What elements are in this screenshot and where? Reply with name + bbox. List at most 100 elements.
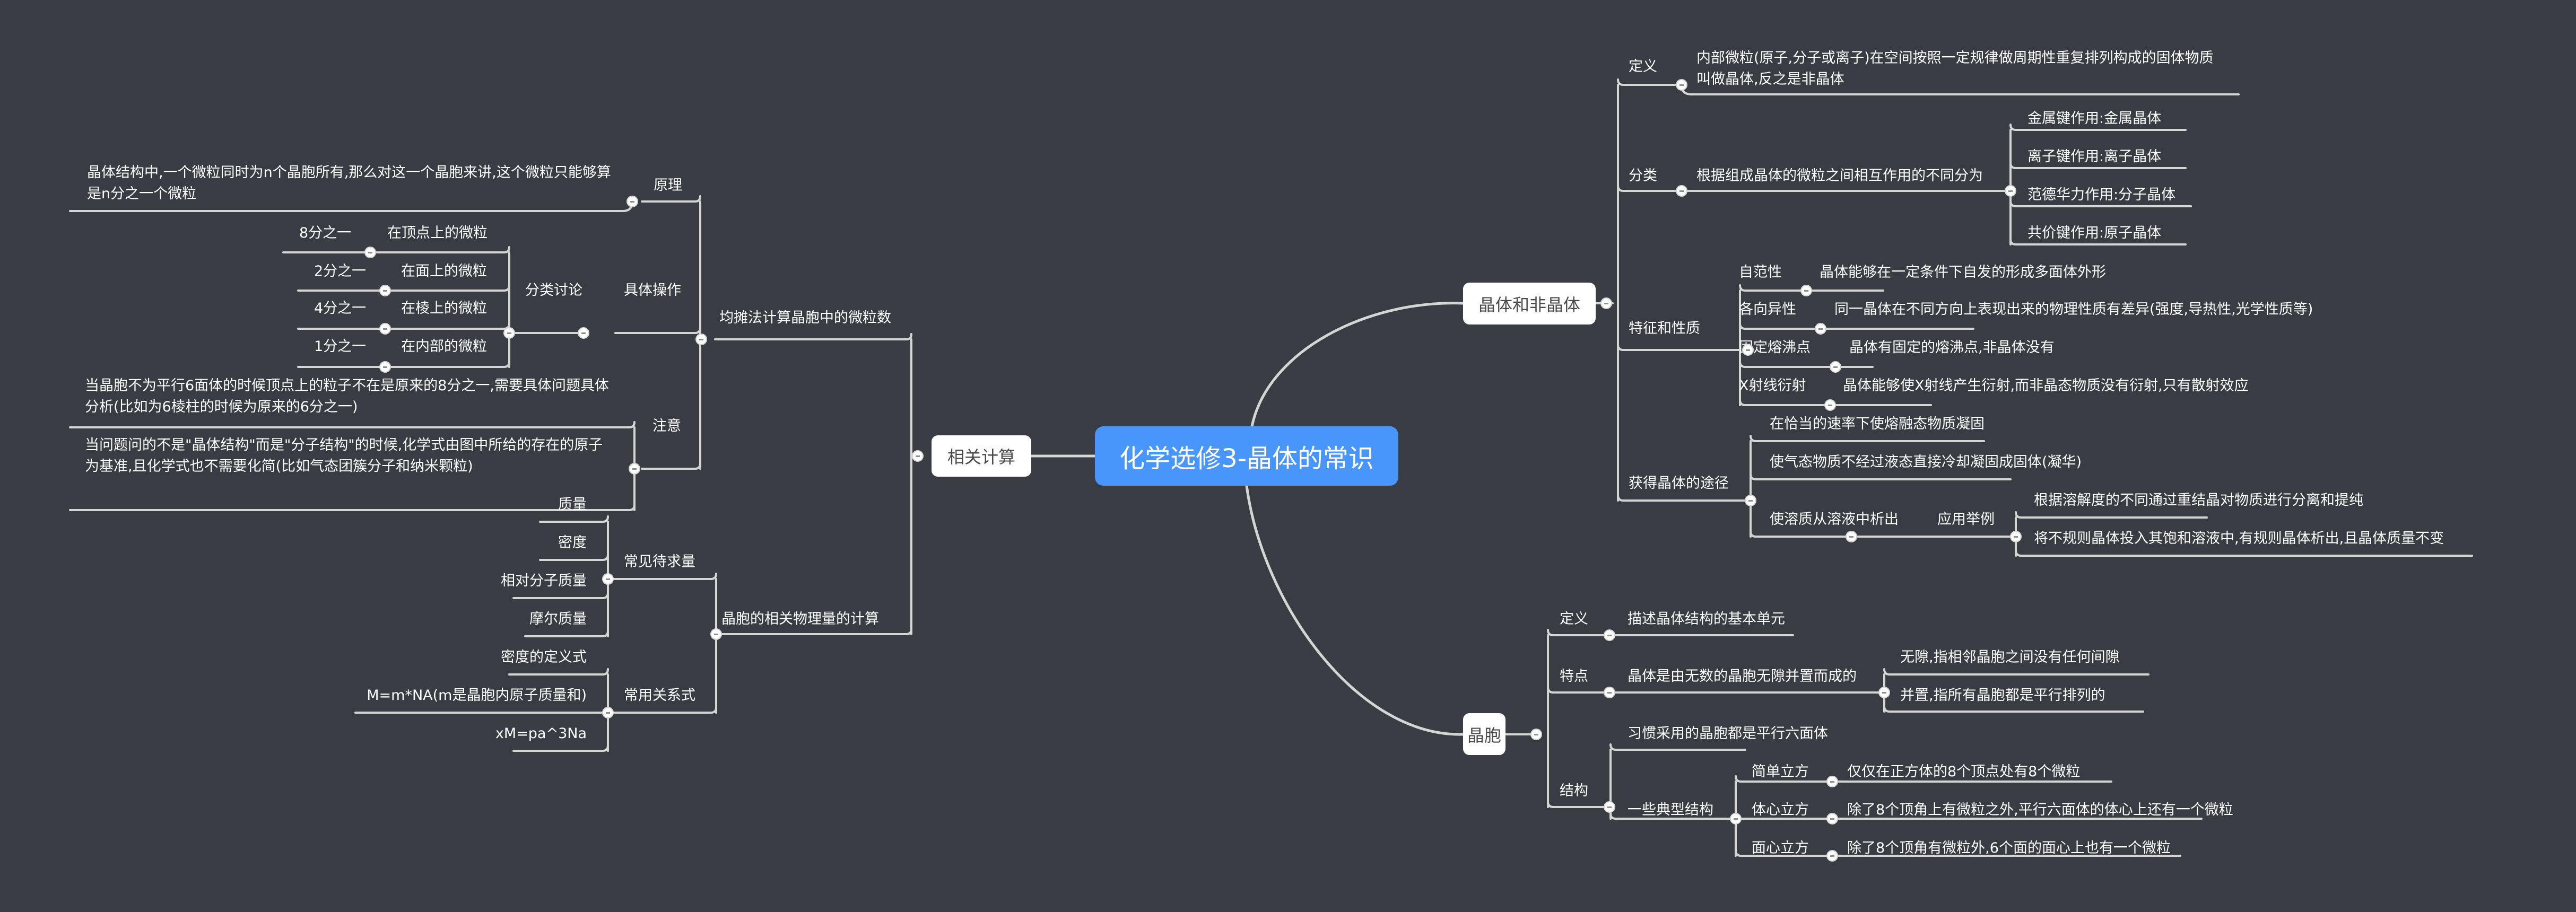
property-desc[interactable]: 晶体能够在一定条件下自发的形成多面体外形 [1820,264,2106,280]
collapse-toggle-icon[interactable] [1826,813,1838,825]
classification-item[interactable]: 范德华力作用:分子晶体 [2027,187,2176,203]
typical-name[interactable]: 体心立方 [1752,802,1809,818]
operation-label[interactable]: 具体操作 [624,282,681,299]
collapse-toggle-icon[interactable] [1530,729,1542,740]
feature-item[interactable]: 并置,指所有晶胞都是平行排列的 [1900,687,2105,704]
relations-label[interactable]: 常用关系式 [624,687,695,704]
example-item[interactable]: 将不规则晶体投入其饱和溶液中,有规则晶体析出,且晶体质量不变 [2034,530,2444,547]
topic-crystal[interactable]: 晶体和非晶体 [1463,283,1596,325]
notes-label[interactable]: 注意 [652,418,681,434]
fraction-item[interactable]: 1分之一 [314,338,367,355]
collapse-toggle-icon[interactable] [602,573,614,585]
collapse-toggle-icon[interactable] [1676,79,1687,91]
root-topic[interactable]: 化学选修3-晶体的常识 [1095,426,1398,486]
crystal-classification-text[interactable]: 根据组成晶体的微粒之间相互作用的不同分为 [1696,168,1983,184]
fraction-item[interactable]: 4分之一 [314,300,367,317]
method-item[interactable]: 在恰当的速率下使熔融态物质凝固 [1770,416,1985,432]
collapse-toggle-icon[interactable] [1826,776,1838,787]
collapse-toggle-icon[interactable] [379,323,391,335]
collapse-toggle-icon[interactable] [1604,801,1615,813]
physics-label[interactable]: 晶胞的相关物理量的计算 [721,611,879,627]
typical-desc[interactable]: 除了8个顶角有微粒外,6个面的面心上也有一个微粒 [1847,840,2171,856]
relation-item[interactable]: M=m*NA(m是晶胞内原子质量和) [367,687,587,704]
collapse-toggle-icon[interactable] [1878,687,1890,698]
fraction-item[interactable]: 2分之一 [314,263,367,279]
collapse-toggle-icon[interactable] [1604,629,1615,641]
collapse-toggle-icon[interactable] [1730,813,1742,825]
collapse-toggle-icon[interactable] [1745,495,1756,506]
feature-item[interactable]: 无隙,指相邻晶胞之间没有任何间隙 [1900,649,2120,665]
crystal-classification-label[interactable]: 分类 [1629,168,1657,184]
classification-item[interactable]: 金属键作用:金属晶体 [2027,110,2162,127]
principle-label[interactable]: 原理 [654,177,682,194]
collapse-toggle-icon[interactable] [626,196,638,207]
classification-item[interactable]: 离子键作用:离子晶体 [2027,148,2162,165]
method-item[interactable]: 使气态物质不经过液态直接冷却凝固成固体(凝华) [1770,454,2082,470]
discussion-label[interactable]: 分类讨论 [525,282,582,299]
collapse-toggle-icon[interactable] [379,285,391,296]
collapse-toggle-icon[interactable] [503,327,515,339]
crystal-definition-label[interactable]: 定义 [1629,58,1657,75]
fraction-item[interactable]: 8分之一 [299,225,352,241]
cell-feature-text[interactable]: 晶体是由无数的晶胞无隙并置而成的 [1628,668,1857,685]
collapse-toggle-icon[interactable] [364,247,376,258]
quantity-item[interactable]: 相对分子质量 [501,573,587,589]
cell-feature-label[interactable]: 特点 [1560,668,1588,685]
property-name[interactable]: 各向异性 [1739,301,1796,318]
quantity-item[interactable]: 摩尔质量 [529,611,587,627]
collapse-toggle-icon[interactable] [629,463,640,475]
typical-desc[interactable]: 仅仅在正方体的8个顶点处有8个微粒 [1847,764,2081,780]
collapse-toggle-icon[interactable] [1826,850,1838,862]
typical-name[interactable]: 面心立方 [1752,840,1809,856]
position-item[interactable]: 在面上的微粒 [401,263,487,279]
property-name[interactable]: X射线衍射 [1739,378,1806,394]
collapse-toggle-icon[interactable] [912,450,924,462]
collapse-toggle-icon[interactable] [602,707,614,718]
note-item[interactable]: 当问题问的不是"晶体结构"而是"分子结构"的时候,化学式由图中所给的存在的原子为… [85,437,603,475]
property-desc[interactable]: 同一晶体在不同方向上表现出来的物理性质有差异(强度,导热性,光学性质等) [1834,301,2313,318]
crystal-methods-label[interactable]: 获得晶体的途径 [1629,475,1729,492]
property-desc[interactable]: 晶体有固定的熔沸点,非晶体没有 [1849,339,2055,356]
relation-item[interactable]: 密度的定义式 [501,649,587,665]
relation-item[interactable]: xM=pa^3Na [495,725,587,742]
method-solution-label[interactable]: 使溶质从溶液中析出 [1770,511,1899,528]
example-item[interactable]: 根据溶解度的不同通过重结晶对物质进行分离和提纯 [2034,492,2363,508]
collapse-toggle-icon[interactable] [1846,531,1857,542]
crystal-properties-label[interactable]: 特征和性质 [1629,320,1700,337]
collapse-toggle-icon[interactable] [710,628,722,640]
collapse-toggle-icon[interactable] [1824,399,1836,411]
collapse-toggle-icon[interactable] [379,361,391,373]
property-desc[interactable]: 晶体能够使X射线产生衍射,而非晶态物质没有衍射,只有散射效应 [1843,378,2249,394]
typical-name[interactable]: 简单立方 [1752,764,1809,780]
cell-structure-label[interactable]: 结构 [1560,783,1588,799]
cell-definition-text[interactable]: 描述晶体结构的基本单元 [1628,611,1785,627]
collapse-toggle-icon[interactable] [1600,297,1612,309]
typical-desc[interactable]: 除了8个顶角上有微粒之外,平行六面体的体心上还有一个微粒 [1847,802,2233,818]
collapse-toggle-icon[interactable] [1604,687,1615,698]
collapse-toggle-icon[interactable] [1800,285,1812,296]
structure-habit[interactable]: 习惯采用的晶胞都是平行六面体 [1628,725,1828,742]
collapse-toggle-icon[interactable] [1830,361,1841,373]
collapse-toggle-icon[interactable] [578,327,589,339]
method-example-label[interactable]: 应用举例 [1937,511,1995,528]
topic-unit-cell[interactable]: 晶胞 [1463,713,1505,755]
collapse-toggle-icon[interactable] [1742,344,1754,356]
cell-definition-label[interactable]: 定义 [1560,611,1588,627]
position-item[interactable]: 在棱上的微粒 [401,300,487,317]
collapse-toggle-icon[interactable] [1676,185,1687,197]
position-item[interactable]: 在顶点上的微粒 [387,225,488,241]
collapse-toggle-icon[interactable] [695,334,707,345]
typical-structures-label[interactable]: 一些典型结构 [1628,802,1713,818]
position-item[interactable]: 在内部的微粒 [401,338,487,355]
principle-text[interactable]: 晶体结构中,一个微粒同时为n个晶胞所有,那么对这一个晶胞来讲,这个微粒只能够算是… [87,164,611,202]
collapse-toggle-icon[interactable] [1815,323,1826,335]
collapse-toggle-icon[interactable] [2005,185,2016,197]
property-name[interactable]: 自范性 [1739,264,1782,280]
classification-item[interactable]: 共价键作用:原子晶体 [2027,225,2162,241]
quantity-item[interactable]: 密度 [558,534,587,551]
quantities-label[interactable]: 常见待求量 [624,554,695,570]
crystal-definition-text[interactable]: 内部微粒(原子,分子或离子)在空间按照一定规律做周期性重复排列构成的固体物质叫做… [1696,50,2214,87]
quantity-item[interactable]: 质量 [558,496,587,513]
apportion-label[interactable]: 均摊法计算晶胞中的微粒数 [719,310,891,326]
topic-calculation[interactable]: 相关计算 [932,435,1031,477]
